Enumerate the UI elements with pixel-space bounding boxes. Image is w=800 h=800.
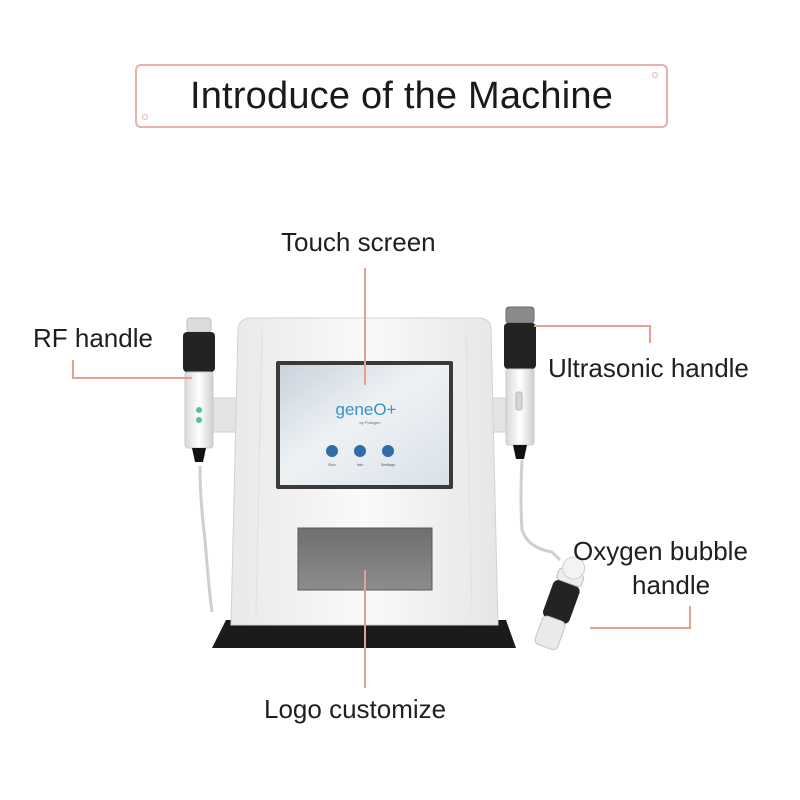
run-button-icon [326,445,338,457]
oxygen-bubble-label-line1: Oxygen bubble [573,536,748,566]
rf-handle-label: RF handle [33,323,153,353]
svg-text:Settings: Settings [381,462,395,467]
oxygen-bubble-handle [534,556,586,651]
logo-customize-label: Logo customize [264,694,447,724]
rf-handle-grip [183,332,215,372]
oxygen-handle-leader [590,606,691,629]
frame-corner-dot [652,72,658,78]
rf-handle-cable [198,465,214,613]
rf-handle-button-icon [196,407,202,413]
ultrasonic-handle-grip [504,323,536,369]
oxygen-bubble-label-line2: handle [632,570,711,600]
page-title: Introduce of the Machine [189,74,614,117]
info-button-icon [354,445,366,457]
leader-lines [72,268,691,688]
svg-text:Info: Info [357,462,364,467]
screen-brand: geneO+ [336,400,397,419]
title-frame: Introduce of the Machine [135,64,668,128]
rf-handle-tip [186,317,212,333]
rf-handle-leader [72,360,192,379]
settings-button-icon [382,445,394,457]
rf-handle-button-icon [196,417,202,423]
touch-screen-label: Touch screen [281,227,436,257]
ultrasonic-handle-leader [534,325,651,343]
screen-brand-sub: by Pollogen [360,420,381,425]
ultrasonic-handle-tip [505,306,535,324]
frame-corner-dot [142,114,148,120]
ultrasonic-handle-label: Ultrasonic handle [548,353,749,383]
ultrasonic-handle-cable [519,459,562,562]
svg-text:Run: Run [328,462,335,467]
